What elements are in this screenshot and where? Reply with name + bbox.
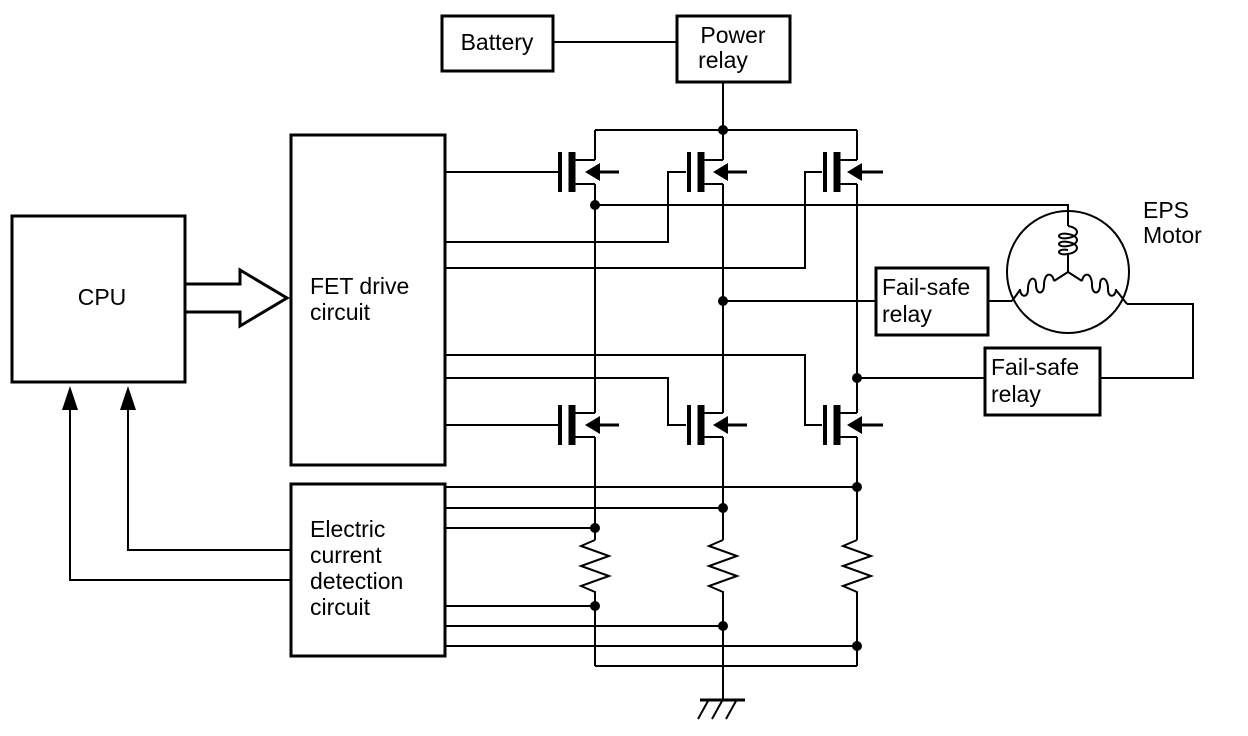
current-detection-label-line2: current xyxy=(310,542,382,568)
fail-safe-relay-2-line1: Fail-safe xyxy=(991,354,1079,380)
eps-motor: EPS Motor xyxy=(1006,197,1202,334)
fet-drive-label-line1: FET drive xyxy=(310,273,409,299)
mosfet-upper-3 xyxy=(823,152,883,192)
eps-motor-label-line1: EPS xyxy=(1143,197,1189,223)
power-relay-label-line2: relay xyxy=(698,47,748,73)
current-detection-label-line1: Electric xyxy=(310,516,385,542)
mosfet-lower-2 xyxy=(687,405,747,445)
junction-dots xyxy=(590,200,862,651)
current-detection-block: Electric current detection circuit xyxy=(289,482,447,658)
shunt-resistors xyxy=(578,539,874,666)
current-detection-label-line4: circuit xyxy=(310,594,371,620)
mosfet-upper-2 xyxy=(687,152,747,192)
current-detection-label-line3: detection xyxy=(310,568,403,594)
fail-safe-relay-1: Fail-safe relay xyxy=(874,266,990,337)
mosfet-lower-3 xyxy=(823,405,883,445)
feedback-arrows xyxy=(62,386,291,581)
fail-safe-relay-2-line2: relay xyxy=(991,381,1041,407)
gate-drive-lines xyxy=(445,171,822,426)
mosfet-lower-1 xyxy=(558,405,619,445)
fail-safe-relay-2: Fail-safe relay xyxy=(983,346,1102,417)
ground-symbol xyxy=(697,666,745,720)
fet-drive-label-line2: circuit xyxy=(310,299,371,325)
cpu-to-fet-arrow xyxy=(185,267,290,329)
eps-motor-label-line2: Motor xyxy=(1143,222,1202,248)
power-relay-label-line1: Power xyxy=(700,22,766,48)
power-relay-block: Power relay xyxy=(675,14,792,84)
battery-label: Battery xyxy=(461,29,534,55)
fet-drive-block: FET drive circuit xyxy=(289,133,447,467)
mosfet-upper-1 xyxy=(558,152,619,192)
cpu-label: CPU xyxy=(78,284,127,310)
cpu-block: CPU xyxy=(10,214,187,384)
battery-block: Battery xyxy=(440,14,555,73)
fail-safe-relay-1-line2: relay xyxy=(882,301,932,327)
sense-lines xyxy=(445,486,857,647)
fail-safe-relay-1-line1: Fail-safe xyxy=(882,274,970,300)
junction-dot xyxy=(718,125,728,135)
